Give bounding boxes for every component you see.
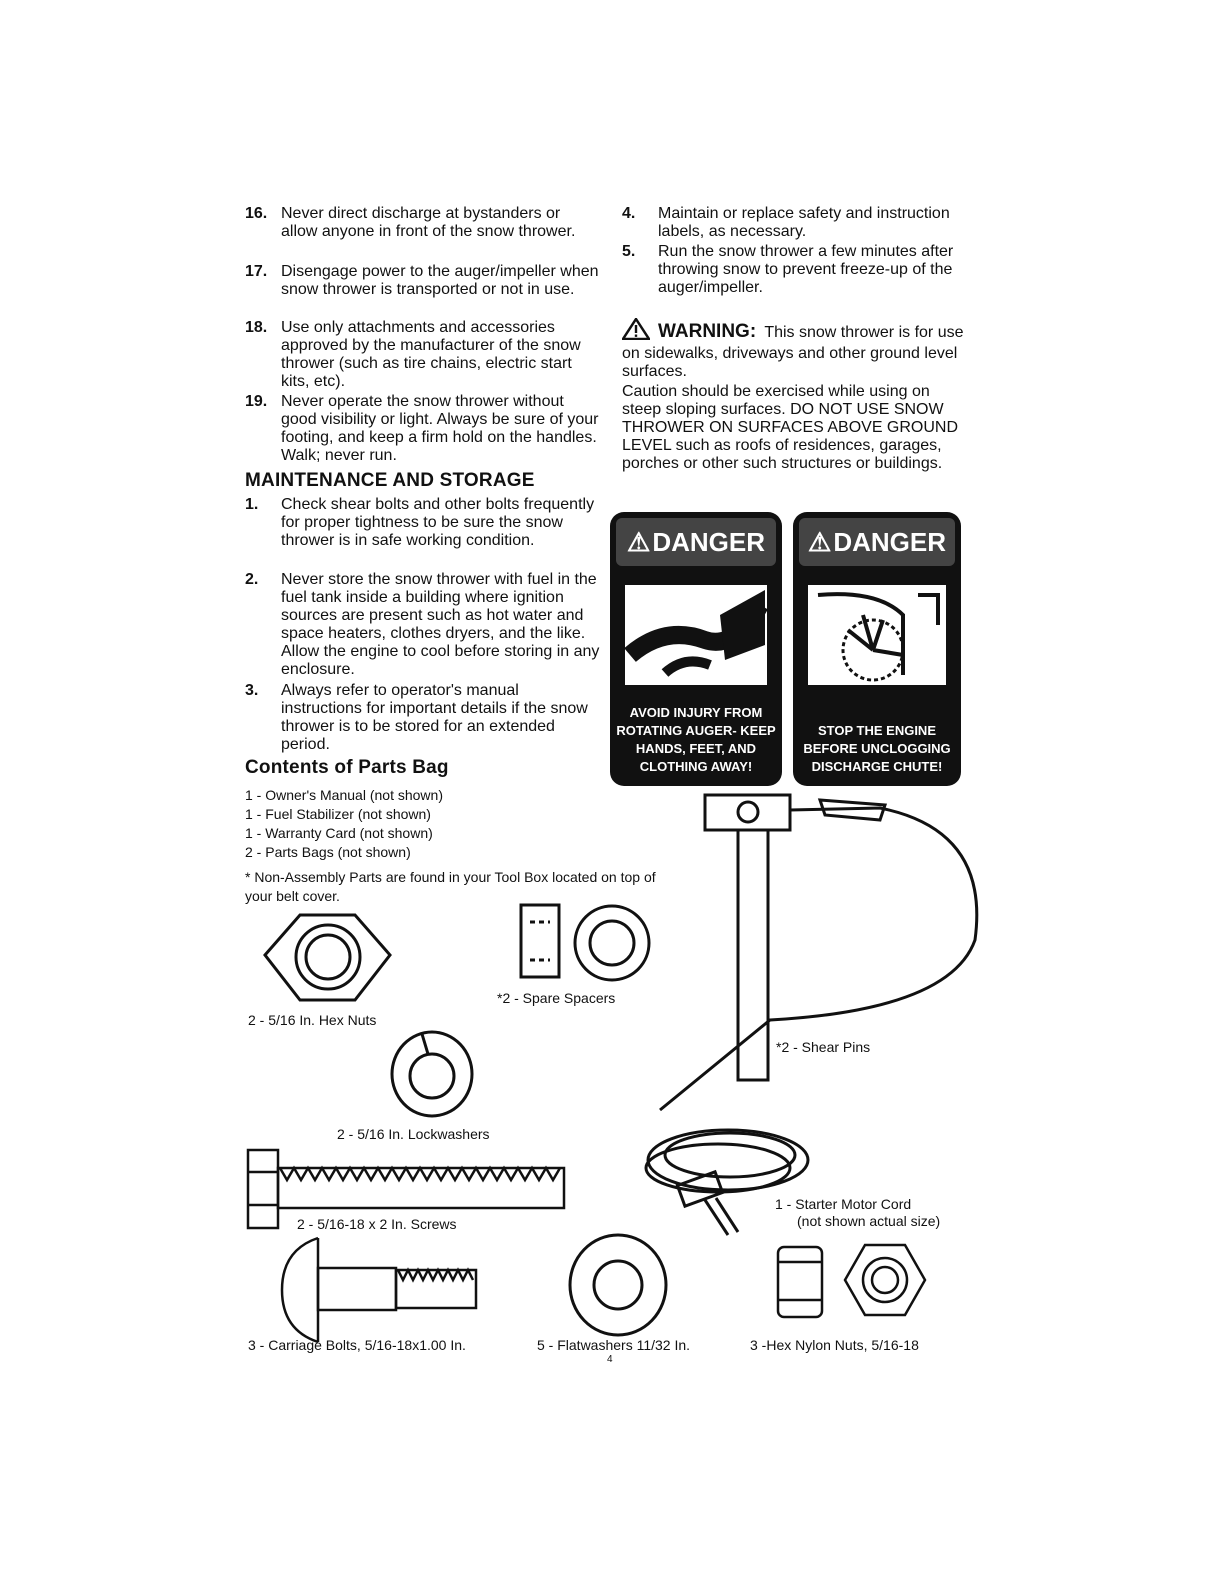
lockwasher-icon <box>390 1030 474 1118</box>
warning-text-2: Caution should be exercised while using … <box>622 383 959 472</box>
flatwashers-label: 5 - Flatwashers 11/32 In. <box>537 1337 691 1353</box>
nylon-nuts-label: 3 -Hex Nylon Nuts, 5/16-18 <box>750 1337 919 1353</box>
danger-header: ⚠DANGER <box>616 518 776 566</box>
danger-caption: STOP THE ENGINE BEFORE UNCLOGGING DISCHA… <box>803 723 951 774</box>
auger-hazard-pictogram <box>622 582 770 688</box>
danger-header: ⚠DANGER <box>799 518 955 566</box>
item-text: Maintain or replace safety and instructi… <box>658 205 950 240</box>
danger-header-text: DANGER <box>833 527 946 557</box>
item-text: Check shear bolts and other bolts freque… <box>281 496 595 549</box>
spacer-icon <box>519 903 651 982</box>
item-number: 3. <box>245 682 259 699</box>
item-number: 2. <box>245 571 259 588</box>
page-number: 4 <box>607 1354 613 1365</box>
item-text: Run the snow thrower a few minutes after… <box>658 243 954 296</box>
parts-bag-note: * Non-Assembly Parts are found in your T… <box>245 869 656 904</box>
item-text: Never operate the snow thrower without g… <box>281 393 599 464</box>
warning-label: WARNING: <box>658 321 757 342</box>
parts-bag-item: 1 - Owner's Manual (not shown) <box>245 787 443 803</box>
carriage-bolts-label: 3 - Carriage Bolts, 5/16-18x1.00 In. <box>248 1337 466 1353</box>
screws-label: 2 - 5/16-18 x 2 In. Screws <box>297 1216 457 1232</box>
cord-label-2: (not shown actual size) <box>797 1213 941 1229</box>
warning-text-1: This snow thrower is for use on sidewalk… <box>622 324 964 380</box>
maintenance-item-2: 2. Never store the snow thrower with fue… <box>245 571 605 679</box>
chute-hazard-pictogram <box>805 582 949 688</box>
warning-block: WARNING: This snow thrower is for use on… <box>620 316 972 473</box>
item-number: 17. <box>245 263 268 280</box>
item-number: 18. <box>245 319 268 336</box>
spacers-label: *2 - Spare Spacers <box>497 990 616 1006</box>
carriage-bolt-icon <box>280 1236 478 1344</box>
parts-bag-item: 1 - Warranty Card (not shown) <box>245 825 433 841</box>
item-number: 19. <box>245 393 268 410</box>
list-item-4: 4. Maintain or replace safety and instru… <box>622 205 972 243</box>
list-item-17: 17. Disengage power to the auger/impelle… <box>245 263 605 321</box>
parts-bag-item: 1 - Fuel Stabilizer (not shown) <box>245 806 431 822</box>
nylon-nut-icon <box>776 1243 927 1319</box>
item-text: Never store the snow thrower with fuel i… <box>281 571 600 678</box>
lockwashers-label: 2 - 5/16 In. Lockwashers <box>337 1126 490 1142</box>
flatwasher-icon <box>568 1233 668 1337</box>
parts-bag-heading: Contents of Parts Bag <box>245 757 449 778</box>
list-item-18: 18. Use only attachments and accessories… <box>245 319 605 395</box>
item-text: Never direct discharge at bystanders or … <box>281 205 576 240</box>
danger-header-text: DANGER <box>652 527 765 557</box>
shear-pin-icon <box>659 793 979 1112</box>
shear-pins-label: *2 - Shear Pins <box>776 1039 871 1055</box>
starter-cord-icon <box>644 1128 810 1236</box>
alert-icon: ⚠ <box>627 527 651 557</box>
danger-caption: AVOID INJURY FROM ROTATING AUGER- KEEP H… <box>616 705 776 774</box>
parts-bag-item: 2 - Parts Bags (not shown) <box>245 844 411 860</box>
item-number: 1. <box>245 496 259 513</box>
danger-label-auger: ⚠DANGER AVOID INJURY FROM ROTATING AUGER… <box>610 512 782 786</box>
item-number: 16. <box>245 205 268 222</box>
maintenance-item-1: 1. Check shear bolts and other bolts fre… <box>245 496 605 568</box>
maintenance-heading: MAINTENANCE AND STORAGE <box>245 470 535 491</box>
item-number: 5. <box>622 243 636 260</box>
cord-label-1: 1 - Starter Motor Cord <box>775 1196 912 1212</box>
hex-nuts-label: 2 - 5/16 In. Hex Nuts <box>248 1012 377 1028</box>
list-item-16: 16. Never direct discharge at bystanders… <box>245 205 605 263</box>
hex-nut-icon <box>263 913 392 1002</box>
list-item-5: 5. Run the snow thrower a few minutes af… <box>622 243 972 299</box>
item-text: Always refer to operator's manual instru… <box>281 682 588 753</box>
list-item-19: 19. Never operate the snow thrower witho… <box>245 393 605 469</box>
alert-icon: ⚠ <box>808 527 832 557</box>
warning-icon <box>620 316 652 345</box>
item-number: 4. <box>622 205 636 222</box>
danger-label-chute: ⚠DANGER STOP THE ENGINE BEFORE UNCLOGGIN… <box>793 512 961 786</box>
parts-bag-list: 1 - Owner's Manual (not shown) 1 - Fuel … <box>245 786 625 862</box>
item-text: Use only attachments and accessories app… <box>281 319 581 390</box>
item-text: Disengage power to the auger/impeller wh… <box>281 263 599 298</box>
maintenance-item-3: 3. Always refer to operator's manual ins… <box>245 682 605 754</box>
